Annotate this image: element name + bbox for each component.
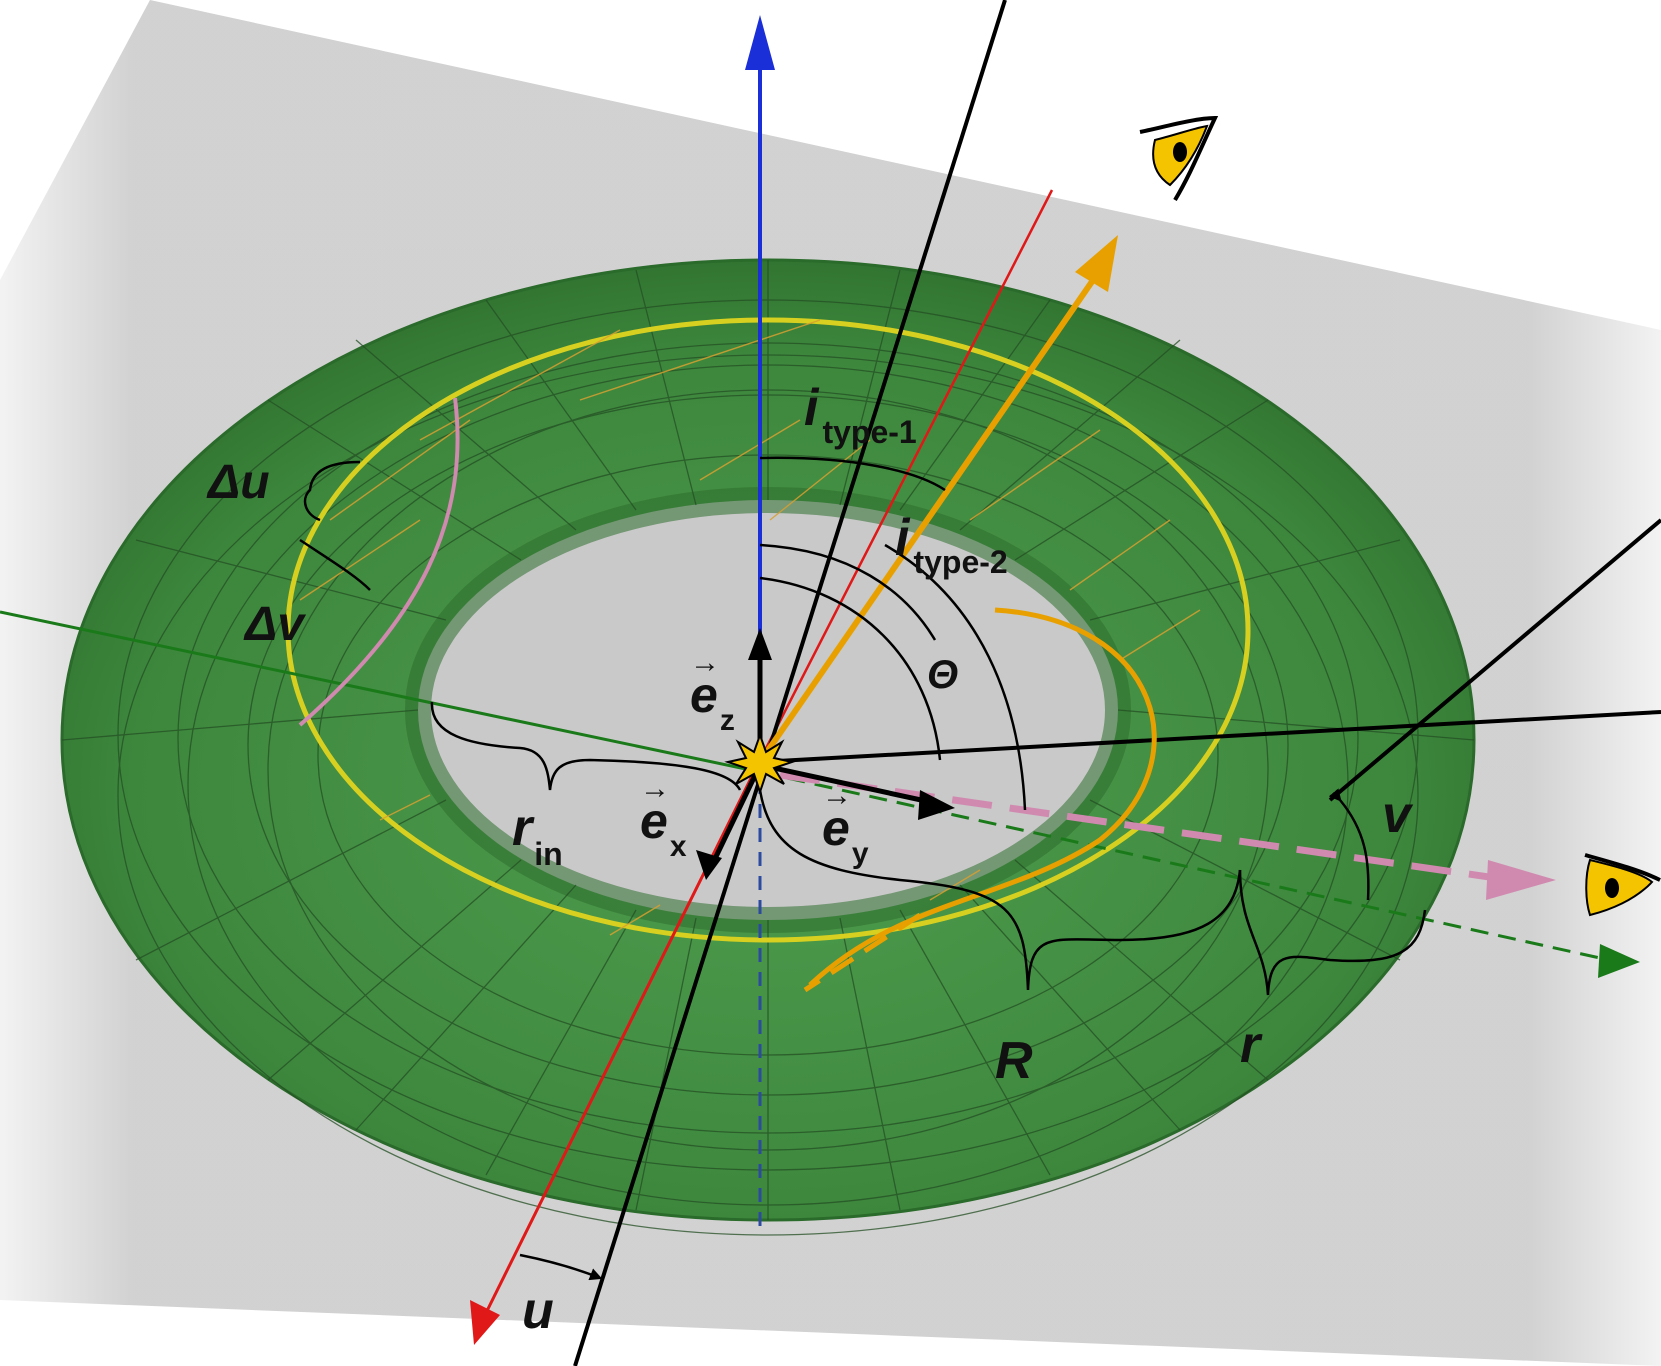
x-axis-arrowhead bbox=[470, 1300, 500, 1345]
theta-arc bbox=[759, 576, 942, 761]
observer-ray-arrowhead bbox=[1075, 235, 1118, 292]
y-axis-back bbox=[0, 610, 761, 774]
label-r-in: rin bbox=[512, 799, 563, 872]
sightline-black bbox=[759, 710, 1661, 764]
orange-dashed-segment bbox=[803, 912, 922, 993]
inclination-arc-type1 bbox=[759, 456, 946, 492]
delta-u-brace bbox=[303, 460, 361, 522]
label-theta: Θ bbox=[927, 653, 958, 697]
v-angle-arc bbox=[1328, 788, 1370, 901]
ex-vector bbox=[709, 763, 763, 867]
label-v: v bbox=[1382, 786, 1414, 844]
z-axis-arrowhead bbox=[745, 15, 775, 70]
pink-ray-arrowhead bbox=[1486, 860, 1556, 900]
label-ey: ey bbox=[822, 800, 869, 870]
u-angle-arc bbox=[519, 1253, 603, 1281]
R-brace bbox=[758, 789, 1242, 991]
label-ez: ez bbox=[690, 667, 735, 737]
observer-eye-side-icon bbox=[1584, 853, 1661, 917]
delta-v-brace bbox=[299, 538, 371, 591]
torus-equator-ring bbox=[285, 317, 1251, 943]
observer-eye-top-icon bbox=[1139, 115, 1219, 202]
label-R: R bbox=[995, 1032, 1033, 1090]
observer-ray-type2 bbox=[757, 268, 1103, 764]
inclination-arc-type2 bbox=[759, 543, 937, 641]
torus-mesh bbox=[61, 260, 1475, 1236]
y-axis-front bbox=[759, 770, 1601, 960]
label-u: u bbox=[522, 1282, 554, 1340]
x-axis-upper bbox=[758, 189, 1054, 761]
ey-overarrow: → bbox=[822, 779, 852, 812]
slanted-black-ray bbox=[1328, 518, 1661, 802]
illuminated-surface-hatching bbox=[299, 319, 1201, 936]
x-axis bbox=[478, 759, 762, 1326]
ez-overarrow: → bbox=[690, 646, 720, 679]
r-brace bbox=[1238, 869, 1427, 996]
label-ex: ex bbox=[640, 793, 687, 863]
torus bbox=[60, 258, 1476, 1236]
torus-hole bbox=[418, 500, 1118, 920]
outer-theta-arc bbox=[884, 543, 1027, 811]
label-r: r bbox=[1240, 1016, 1263, 1074]
source-star bbox=[724, 731, 796, 796]
braces bbox=[299, 460, 1427, 996]
y-axis-arrowhead bbox=[1598, 944, 1640, 978]
ey-vector bbox=[759, 762, 936, 806]
pink-meridian bbox=[298, 397, 460, 727]
label-delta-u: Δu bbox=[206, 456, 270, 509]
pink-ray bbox=[779, 771, 1511, 884]
label-delta-v: Δv bbox=[243, 598, 306, 651]
ex-overarrow: → bbox=[640, 772, 670, 805]
ez-arrowhead bbox=[748, 628, 772, 660]
rin-brace bbox=[430, 701, 742, 791]
ey-arrowhead bbox=[918, 790, 955, 820]
rotated-axis-u bbox=[573, 0, 1007, 1366]
ex-arrowhead bbox=[696, 850, 722, 880]
